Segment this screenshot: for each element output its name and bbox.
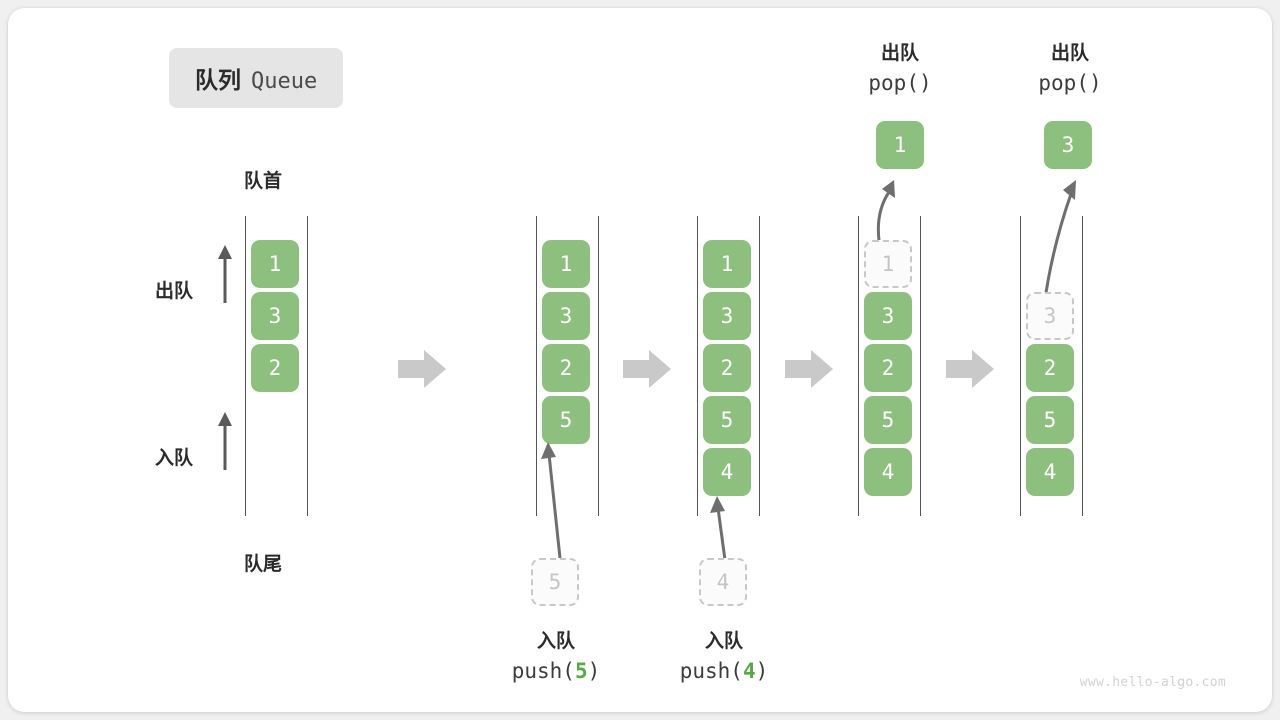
cell: 4 (864, 448, 912, 496)
cell: 3 (251, 292, 299, 340)
column-3-rail-right (759, 216, 760, 516)
dequeue-3-annotation: 出队 pop() (990, 40, 1150, 98)
push-suffix: ) (587, 658, 601, 683)
title-cn: 队列 (195, 67, 241, 93)
ghost-cell: 4 (699, 558, 747, 606)
enqueue-direction-label: 入队 (155, 448, 194, 469)
watermark: www.hello-algo.com (1079, 675, 1226, 690)
popped-cell: 1 (876, 121, 924, 169)
cell: 5 (864, 396, 912, 444)
dequeue-direction-arrow (218, 245, 232, 303)
ghost-cell: 3 (1026, 292, 1074, 340)
column-5-rail-right (1082, 216, 1083, 516)
step-arrow (785, 350, 833, 388)
cell: 2 (251, 344, 299, 392)
enqueue-5-annotation: 入队 push(5) (476, 628, 636, 686)
title-badge: 队列 Queue (169, 48, 344, 108)
cell: 2 (703, 344, 751, 392)
push-prefix: push( (511, 658, 575, 683)
enqueue-5-cn: 入队 (536, 631, 575, 652)
dequeue-direction-label: 出队 (155, 281, 194, 302)
queue-head-label: 队首 (244, 171, 283, 192)
push-value: 5 (574, 658, 588, 683)
cell: 3 (542, 292, 590, 340)
cell: 4 (1026, 448, 1074, 496)
push-suffix: ) (755, 658, 769, 683)
pop-3-arrow (1042, 180, 1076, 307)
cell: 1 (542, 240, 590, 288)
dequeue-1-code: pop() (868, 70, 932, 95)
push-5-arrow (541, 442, 562, 559)
column-4-rail-left (858, 216, 859, 516)
column-1-rail-right (307, 216, 308, 516)
dequeue-1-annotation: 出队 pop() (820, 40, 980, 98)
enqueue-direction-arrow (218, 412, 232, 470)
push-value: 4 (742, 658, 756, 683)
column-3-rail-left (697, 216, 698, 516)
ghost-cell: 1 (864, 240, 912, 288)
cell: 2 (1026, 344, 1074, 392)
queue-tail-label: 队尾 (244, 554, 283, 575)
cell: 2 (864, 344, 912, 392)
column-2-rail-right (598, 216, 599, 516)
dequeue-1-cn: 出队 (880, 43, 919, 64)
push-prefix: push( (679, 658, 743, 683)
dequeue-3-code: pop() (1038, 70, 1102, 95)
column-4-rail-right (920, 216, 921, 516)
step-arrow (946, 350, 994, 388)
push-4-arrow (710, 496, 727, 561)
cell: 5 (542, 396, 590, 444)
cell: 2 (542, 344, 590, 392)
enqueue-4-cn: 入队 (704, 631, 743, 652)
column-5-rail-left (1020, 216, 1021, 516)
cell: 3 (864, 292, 912, 340)
column-2-rail-left (536, 216, 537, 516)
enqueue-4-annotation: 入队 push(4) (644, 628, 804, 686)
cell: 5 (703, 396, 751, 444)
ghost-cell: 5 (531, 558, 579, 606)
cell: 5 (1026, 396, 1074, 444)
title-en: Queue (251, 69, 318, 94)
diagram-card: 队列 Queue 队首 1 3 2 出队 入队 队尾 1 3 2 5 5 入队 … (8, 8, 1272, 712)
step-arrow (398, 350, 446, 388)
cell: 3 (703, 292, 751, 340)
step-arrow (623, 350, 671, 388)
enqueue-4-code: push(4) (644, 656, 804, 686)
cell: 1 (703, 240, 751, 288)
column-1-rail-left (245, 216, 246, 516)
cell: 1 (251, 240, 299, 288)
cell: 4 (703, 448, 751, 496)
dequeue-3-cn: 出队 (1050, 43, 1089, 64)
popped-cell: 3 (1044, 121, 1092, 169)
enqueue-5-code: push(5) (476, 656, 636, 686)
